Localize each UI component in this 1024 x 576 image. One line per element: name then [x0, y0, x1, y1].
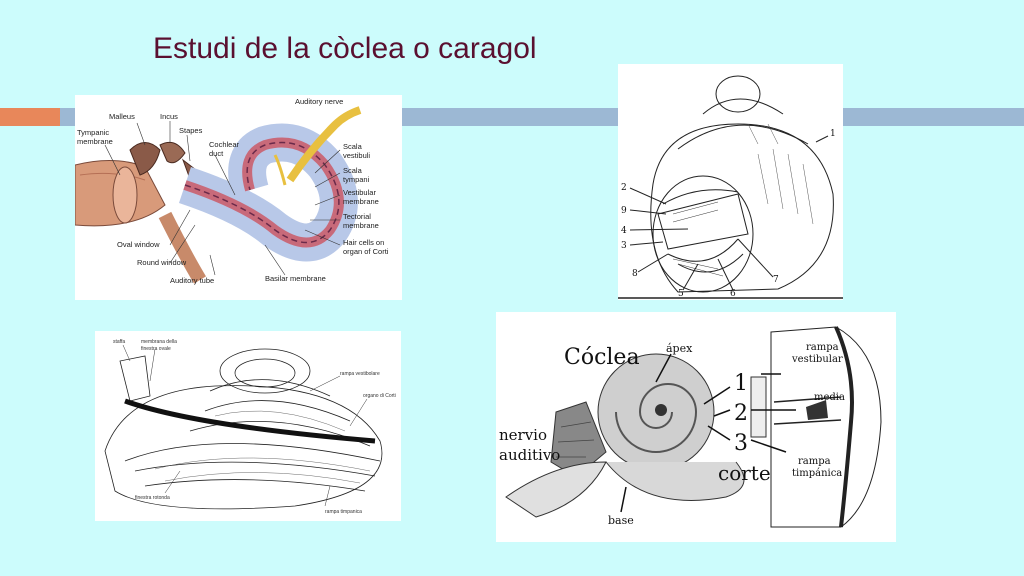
label-scala-vestibuli: Scala — [343, 142, 363, 151]
label-oval-window: Oval window — [117, 240, 160, 249]
label-malleus: Malleus — [109, 112, 135, 121]
label-rampa-vestibolare: rampa vestibolare — [340, 371, 380, 377]
label-scala-tympani-2: tympani — [343, 175, 370, 184]
accent-band-blue-left — [60, 108, 76, 126]
label-tympanic-membrane: membrane — [77, 137, 113, 146]
accent-band-orange — [0, 108, 60, 126]
figure-ear-anatomy: Malleus Incus Tympanic membrane Stapes C… — [75, 95, 402, 300]
label-staffa: staffa — [113, 339, 125, 345]
figure-shell-section: 1 2 9 4 3 8 5 6 7 — [618, 64, 843, 300]
ear-anatomy-illustration: Malleus Incus Tympanic membrane Stapes C… — [75, 97, 389, 285]
label-rampa-timpanica-2: timpánica — [792, 468, 842, 479]
label-membrana-finestra-2: finestra ovale — [141, 346, 171, 352]
label-round-window: Round window — [137, 258, 187, 267]
label-corte: corte — [718, 461, 771, 485]
label-auditivo: auditivo — [499, 446, 560, 464]
label-vestibular-membrane-2: membrane — [343, 197, 379, 206]
cochlea-corte-illustration: Cóclea ápex 1 2 3 corte nervio auditivo … — [499, 326, 882, 528]
shell-label-9: 9 — [621, 206, 627, 216]
label-scala-vestibuli-2: vestibuli — [343, 151, 370, 160]
label-stapes: Stapes — [179, 126, 203, 135]
label-incus: Incus — [160, 112, 178, 121]
label-scala-tympani: Scala — [343, 166, 363, 175]
label-organo-corti: organo di Corti — [363, 393, 396, 399]
shell-label-7: 7 — [773, 275, 779, 285]
label-basilar-membrane: Basilar membrane — [265, 274, 326, 283]
label-number-2: 2 — [734, 401, 748, 426]
shell-label-8: 8 — [632, 269, 638, 279]
label-number-3: 3 — [734, 431, 748, 456]
figure-cochlea-corte: Cóclea ápex 1 2 3 corte nervio auditivo … — [496, 312, 896, 542]
label-cochlear: Cochlear — [209, 140, 240, 149]
label-membrana-finestra: membrana della — [141, 339, 177, 345]
shell-section-illustration: 1 2 9 4 3 8 5 6 7 — [618, 75, 843, 299]
label-rampa-vestibular-2: vestibular — [791, 354, 843, 365]
figure-cochlea-drawing: staffa membrana della finestra ovale ram… — [95, 331, 401, 521]
label-hair-cells: Hair cells on — [343, 238, 384, 247]
shell-label-4: 4 — [621, 226, 627, 236]
shell-label-6: 6 — [730, 289, 736, 299]
shell-label-2: 2 — [621, 183, 627, 193]
label-rampa-timpanica: rampa — [798, 456, 831, 467]
label-auditory-nerve: Auditory nerve — [295, 97, 343, 106]
label-organ-of-corti: organ of Corti — [343, 247, 389, 256]
shell-label-3: 3 — [621, 241, 627, 251]
label-number-1: 1 — [734, 371, 748, 396]
label-nervio: nervio — [499, 426, 547, 444]
slide-title: Estudi de la còclea o caragol — [153, 32, 537, 65]
label-apex: ápex — [666, 342, 693, 355]
label-coclea: Cóclea — [564, 345, 640, 370]
label-base: base — [608, 514, 634, 527]
label-cochlear-duct: duct — [209, 149, 224, 158]
label-auditory-tube: Auditory tube — [170, 276, 214, 285]
label-rampa-vestibular: rampa — [806, 342, 839, 353]
shell-label-1: 1 — [830, 129, 836, 139]
label-vestibular-membrane: Vestibular — [343, 188, 376, 197]
label-tectorial-membrane-2: membrane — [343, 221, 379, 230]
label-tympanic: Tympanic — [77, 128, 109, 137]
label-rampa-timpanica: rampa timpanica — [325, 509, 362, 515]
label-media: media — [814, 392, 845, 403]
cochlea-drawing-illustration: staffa membrana della finestra ovale ram… — [104, 339, 396, 515]
label-finestra-rotonda: finestra rotonda — [135, 495, 170, 501]
shell-label-5: 5 — [678, 289, 684, 299]
label-tectorial-membrane: Tectorial — [343, 212, 371, 221]
